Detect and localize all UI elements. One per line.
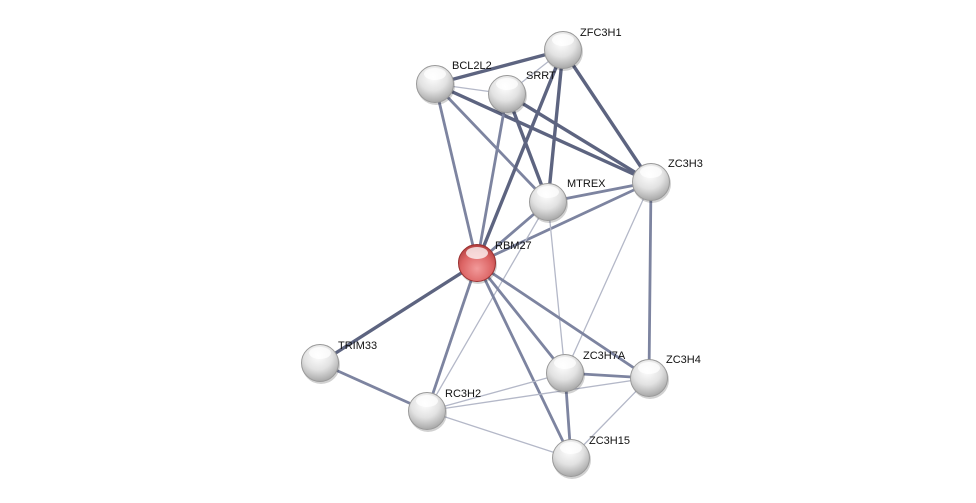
edge-srrt-mtrex[interactable] <box>505 92 550 204</box>
node-highlight <box>640 166 662 178</box>
node-highlight <box>466 247 488 259</box>
edge-mtrex-rc3h2[interactable] <box>426 201 549 412</box>
node-label: RC3H2 <box>445 388 481 400</box>
edge-rc3h2-zc3h4[interactable] <box>426 377 650 412</box>
node-highlight <box>424 68 446 80</box>
edge-trim33-rc3h2[interactable] <box>318 361 429 413</box>
edge-bcl2l2-zc3h3[interactable] <box>433 82 653 184</box>
node-label: BCL2L2 <box>452 60 492 72</box>
node-rbm27[interactable]: RBM27 <box>458 240 532 284</box>
edge-mtrex-zc3h7a[interactable] <box>547 201 566 374</box>
node-bcl2l2[interactable]: BCL2L2 <box>416 60 492 105</box>
node-label: ZC3H3 <box>668 158 703 170</box>
node-srrt[interactable]: SRRT <box>488 70 557 115</box>
node-zc3h15[interactable]: ZC3H15 <box>552 435 630 479</box>
edge-rbm27-zc3h4[interactable] <box>475 261 651 380</box>
edge-rbm27-zc3h7a[interactable] <box>475 261 567 375</box>
node-rc3h2[interactable]: RC3H2 <box>408 388 482 432</box>
edge-bcl2l2-rbm27[interactable] <box>433 82 479 265</box>
edge-rbm27-zc3h3[interactable] <box>475 180 653 265</box>
node-zc3h7a[interactable]: ZC3H7A <box>546 350 626 394</box>
node-label: ZFC3H1 <box>580 27 622 39</box>
node-label: ZC3H15 <box>589 435 630 447</box>
node-label: TRIM33 <box>338 340 377 352</box>
node-trim33[interactable]: TRIM33 <box>301 340 378 384</box>
node-highlight <box>496 78 518 90</box>
node-highlight <box>560 442 582 454</box>
edge-rbm27-zc3h15[interactable] <box>475 261 573 460</box>
node-label: MTREX <box>567 178 606 190</box>
edge-zc3h3-zc3h7a[interactable] <box>564 181 652 374</box>
edge-zfc3h1-mtrex[interactable] <box>546 48 565 204</box>
node-highlight <box>537 186 559 198</box>
node-zc3h3[interactable]: ZC3H3 <box>632 158 703 203</box>
edge-zc3h3-zc3h4[interactable] <box>647 180 653 380</box>
edge-rc3h2-zc3h15[interactable] <box>426 410 572 459</box>
node-label: ZC3H4 <box>666 354 701 366</box>
node-highlight <box>554 357 576 369</box>
node-zfc3h1[interactable]: ZFC3H1 <box>544 27 622 71</box>
edge-bcl2l2-zfc3h1[interactable] <box>433 48 565 86</box>
node-highlight <box>309 347 331 359</box>
edge-rbm27-rc3h2[interactable] <box>425 261 479 413</box>
node-mtrex[interactable]: MTREX <box>529 178 607 223</box>
node-label: SRRT <box>526 70 556 82</box>
node-highlight <box>416 395 438 407</box>
node-zc3h4[interactable]: ZC3H4 <box>630 354 701 399</box>
edge-srrt-zc3h3[interactable] <box>505 92 653 184</box>
edge-rc3h2-zc3h7a[interactable] <box>426 372 566 412</box>
edge-srrt-rbm27[interactable] <box>475 92 509 265</box>
node-label: RBM27 <box>495 240 532 252</box>
node-highlight <box>638 362 660 374</box>
edge-rbm27-trim33[interactable] <box>318 261 479 365</box>
edge-bcl2l2-mtrex[interactable] <box>433 82 550 204</box>
node-highlight <box>552 34 574 46</box>
node-label: ZC3H7A <box>583 350 626 362</box>
edge-zfc3h1-zc3h3[interactable] <box>561 48 653 184</box>
edge-zfc3h1-rbm27[interactable] <box>475 48 565 265</box>
